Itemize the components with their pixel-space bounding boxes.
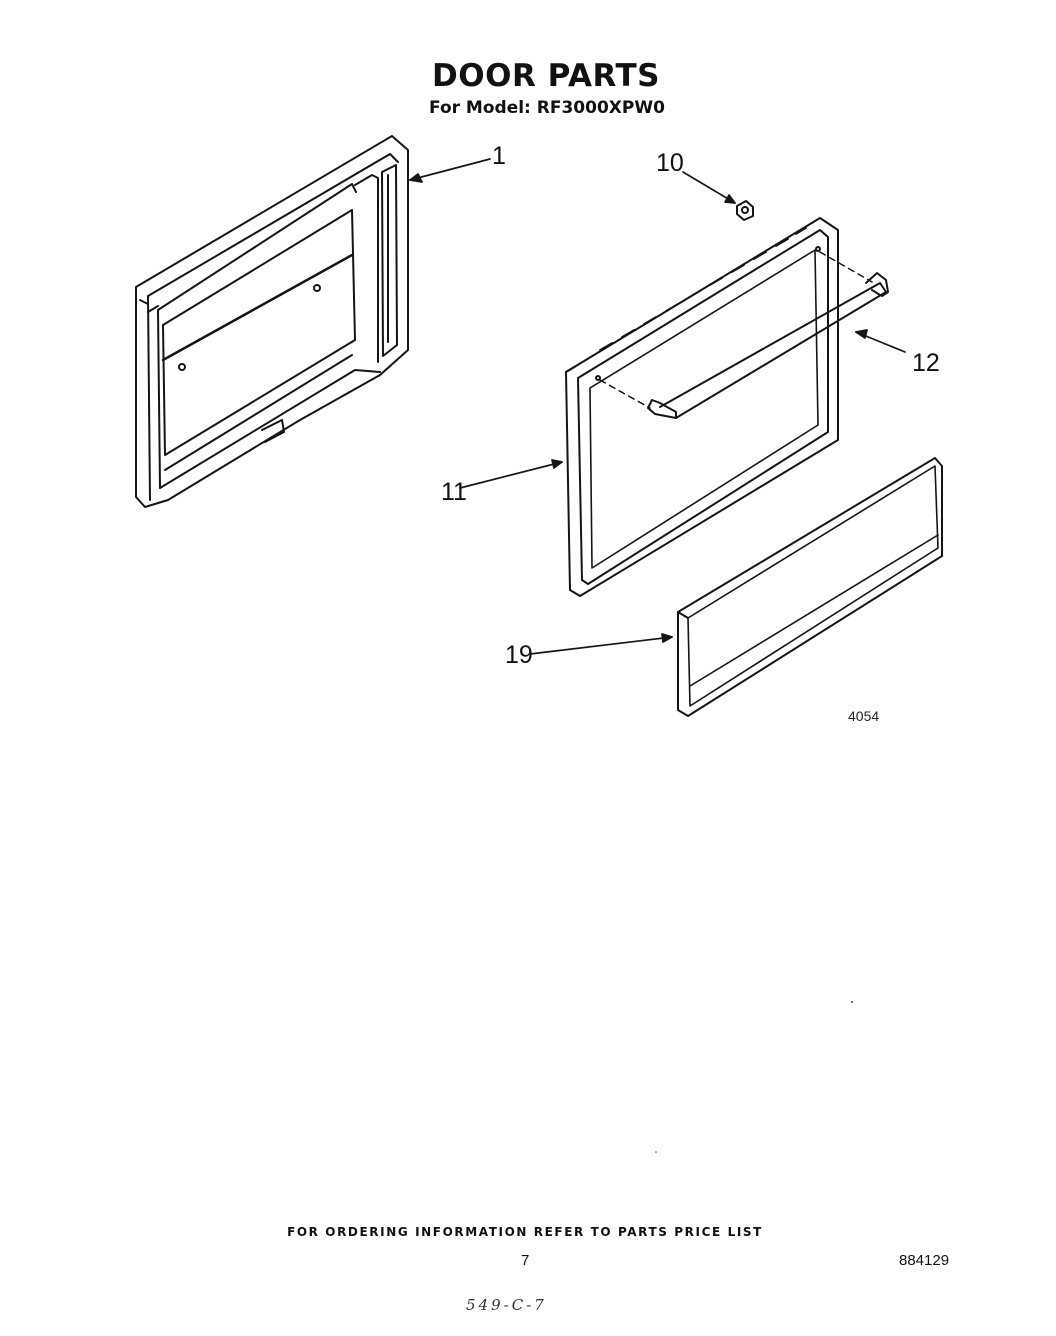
ordering-note: FOR ORDERING INFORMATION REFER TO PARTS … [287, 1225, 763, 1239]
leader-lines [409, 158, 906, 655]
page-number: 7 [521, 1252, 530, 1269]
door-panel-part [677, 457, 943, 717]
door-frame-part [565, 217, 873, 597]
door-liner-part [135, 135, 409, 508]
figure-number: 4054 [848, 708, 879, 724]
door-handle-part [647, 272, 889, 419]
callout-1: 1 [492, 142, 506, 170]
callout-12: 12 [912, 349, 940, 377]
document-number: 884129 [899, 1252, 950, 1269]
callout-10: 10 [656, 149, 684, 177]
nut-part [736, 200, 754, 221]
callout-19: 19 [505, 641, 533, 669]
callout-11: 11 [441, 478, 467, 506]
model-line: For Model: RF3000XPW0 [429, 98, 665, 118]
page-title: DOOR PARTS [432, 58, 660, 94]
handwritten-note: 549-C-7 [466, 1296, 547, 1314]
